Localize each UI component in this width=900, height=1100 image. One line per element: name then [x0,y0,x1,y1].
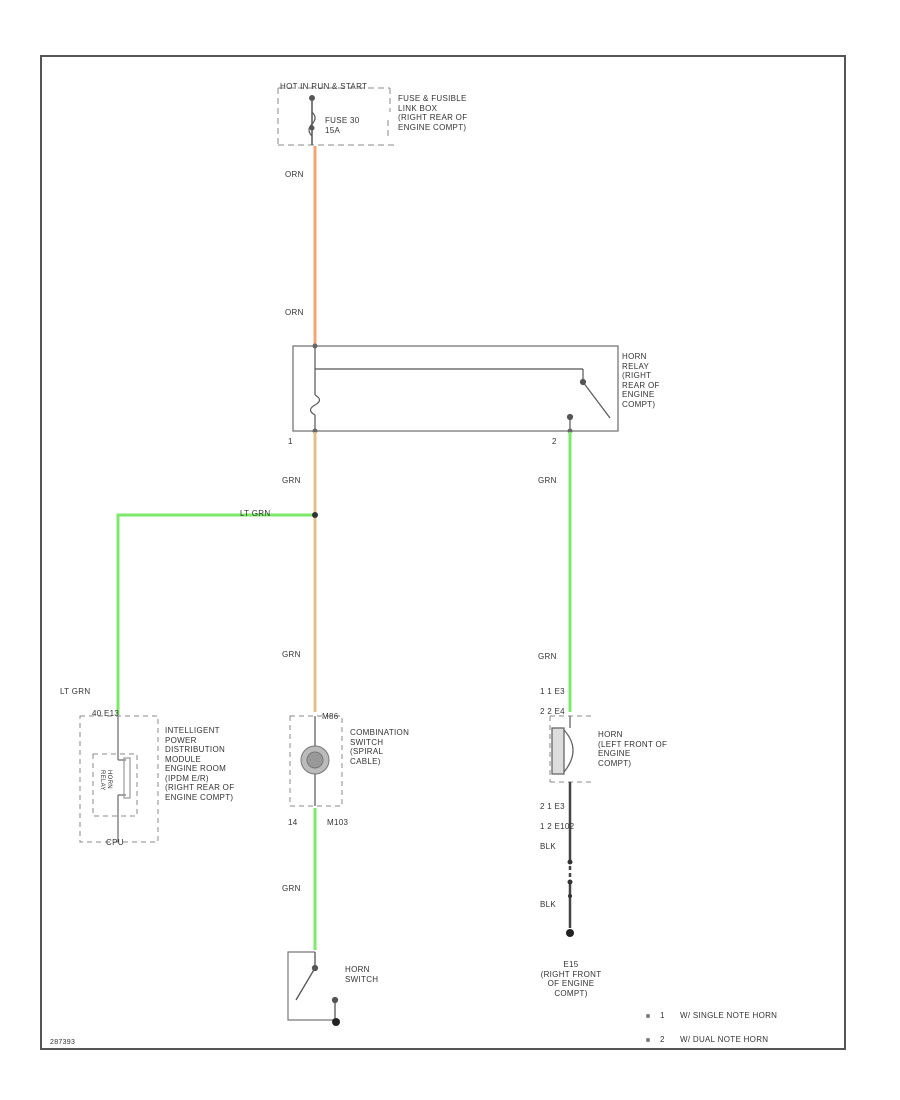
horn-outline [549,715,595,783]
ipdm-cpu-label: CPU [106,838,124,847]
wire-label-blk-upper: BLK [540,842,557,851]
fuse-box-name: FUSE & FUSIBLE LINK BOX (RIGHT REAR OF E… [398,94,468,132]
wire-label-lt-grn-junction: LT GRN [240,509,271,518]
diagram-frame [40,55,846,1050]
horn-switch-ground-icon [332,1018,340,1026]
horn-switch-outline [287,951,336,1021]
legend-num-1: 1 [660,1011,665,1020]
wire-label-lt-grn-ipdm: LT GRN [60,687,91,696]
ipdm-name: INTELLIGENT POWER DISTRIBUTION MODULE EN… [165,726,235,802]
horn-switch-name: HORN SWITCH [345,965,379,984]
wire-label-orn-bottom: ORN [285,308,304,317]
combo-switch-bottom-connector: M103 [327,818,349,827]
diagram-id: 287393 [50,1039,76,1046]
horn-pin-row-3: 2 1 E3 [540,802,565,811]
wire-label-grn-horn-lower: GRN [538,652,557,661]
wire-label-grn-switch: GRN [282,884,301,893]
wire-label-orn-top: ORN [285,170,304,179]
ground-e15-label: E15 (RIGHT FRONT OF ENGINE COMPT) [540,960,602,998]
spiral-cable-symbol [300,716,330,806]
splice-junction [312,512,318,518]
fuse-30-label: FUSE 30 15A [325,116,360,135]
wire-label-grn-mid: GRN [282,650,301,659]
horn-symbol [551,716,574,775]
blk-wire-markers [567,859,573,898]
ipdm-inner-horn-relay: HORN RELAY [99,770,112,791]
horn-pin-row-2: 2 2 E4 [540,707,565,716]
legend-text-2: W/ DUAL NOTE HORN [680,1035,769,1044]
wire-lt-grn-to-ipdm [116,513,315,715]
fuse-box-hot-label: HOT IN RUN & START [280,82,368,91]
horn-switch-symbol [295,952,339,1018]
horn-name: HORN (LEFT FRONT OF ENGINE COMPT) [598,730,668,768]
horn-pin-row-1: 1 1 E3 [540,687,565,696]
combo-switch-top-pin: M86 [322,712,339,721]
relay-pin-2: 2 [552,437,557,446]
wire-label-grn-relay-out: GRN [282,476,301,485]
fuse-box-outline [277,87,395,146]
ipdm-internal-relay [117,716,131,842]
wire-label-blk-lower: BLK [540,900,557,909]
legend-text-1: W/ SINGLE NOTE HORN [680,1011,778,1020]
fuse-30-symbol [308,95,316,145]
combination-switch-outline [289,715,343,807]
horn-relay-internals [309,346,611,431]
ipdm-connector-label: 40 E13 [92,709,120,718]
legend-markers [646,1014,650,1042]
ipdm-outline [79,715,159,843]
relay-pin-markers [312,343,573,434]
combo-switch-name: COMBINATION SWITCH (SPIRAL CABLE) [350,728,410,766]
horn-relay-name: HORN RELAY (RIGHT REAR OF ENGINE COMPT) [622,352,660,409]
wire-label-grn-horn-upper: GRN [538,476,557,485]
legend-num-2: 2 [660,1035,665,1044]
ground-e15-icon [566,929,574,937]
horn-pin-row-4: 1 2 E102 [540,822,575,831]
combo-switch-bottom-pin: 14 [288,818,298,827]
relay-pin-1: 1 [288,437,293,446]
horn-relay-box [292,345,619,432]
